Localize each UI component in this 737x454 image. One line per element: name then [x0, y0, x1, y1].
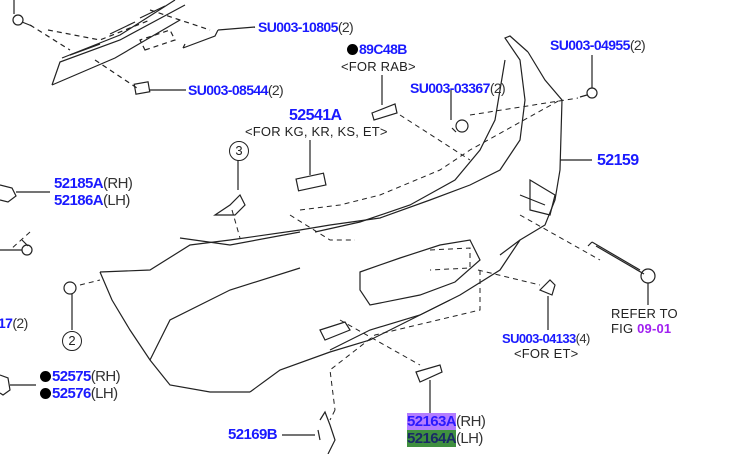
- clip-04133-drawing: [538, 279, 556, 296]
- label-52576[interactable]: 52576(LH): [40, 385, 118, 402]
- quantity: (2): [267, 82, 284, 98]
- part-number[interactable]: 52163A: [407, 413, 457, 430]
- fig-prefix: FIG: [611, 321, 634, 336]
- label-su003-03367[interactable]: SU003-03367(2): [410, 80, 506, 96]
- quantity: (2): [489, 80, 506, 96]
- label-89c48b[interactable]: 89C48B: [347, 41, 407, 57]
- label-52164a[interactable]: 52164A(LH): [407, 430, 483, 447]
- side: (RH): [102, 175, 133, 192]
- label-su003-08544[interactable]: SU003-08544(2): [188, 82, 284, 98]
- bumper-reinforcement-drawing: [29, 0, 211, 91]
- part-number[interactable]: 52169B: [228, 426, 278, 443]
- nut-drawing: [63, 281, 77, 295]
- part-number[interactable]: 52575: [52, 368, 91, 385]
- part-52169b-drawing: [317, 410, 336, 454]
- label-su003-04133[interactable]: SU003-04133(4): [502, 331, 590, 347]
- part-89c48b-drawing: [371, 103, 398, 121]
- note-for-kg-kr-ks-et: <FOR KG, KR, KS, ET>: [245, 124, 388, 139]
- part-number[interactable]: SU003-08544: [188, 82, 268, 98]
- quantity: (4): [575, 331, 591, 346]
- label-52159[interactable]: 52159: [597, 153, 639, 169]
- part-52185a-drawing: [0, 184, 17, 203]
- note-for-rab: <FOR RAB>: [341, 59, 416, 74]
- rod-drawing: [587, 241, 645, 275]
- label-52186a[interactable]: 52186A(LH): [54, 193, 130, 209]
- label-52169b[interactable]: 52169B: [228, 426, 278, 443]
- label-17[interactable]: 17(2): [0, 315, 28, 331]
- label-su003-04955[interactable]: SU003-04955(2): [550, 37, 646, 53]
- side: (RH): [455, 413, 486, 430]
- part-number[interactable]: SU003-03367: [410, 80, 490, 96]
- part-52541a-drawing: [295, 172, 327, 192]
- side: (LH): [90, 385, 118, 402]
- part-number[interactable]: 17: [0, 315, 13, 331]
- part-number[interactable]: SU003-04133: [502, 331, 576, 346]
- bullet-icon: [40, 388, 51, 399]
- label-52163a[interactable]: 52163A(RH): [407, 413, 486, 430]
- bullet-icon: [40, 371, 51, 382]
- part-number[interactable]: 52541A: [289, 107, 342, 124]
- fig-link[interactable]: 09-01: [637, 321, 672, 336]
- part-number[interactable]: 52185A: [54, 175, 104, 192]
- quantity: (2): [337, 19, 354, 35]
- bolt-left-drawing: [21, 244, 33, 256]
- part-52575-drawing: [0, 374, 11, 396]
- part-number[interactable]: SU003-04955: [550, 37, 630, 53]
- bullet-icon: [347, 44, 358, 55]
- refer-to-text: REFER TO: [611, 306, 678, 321]
- side: (LH): [455, 430, 483, 447]
- callout-3: 3: [229, 141, 249, 161]
- clip-08544-drawing: [133, 81, 151, 95]
- part-number[interactable]: 52186A: [54, 192, 104, 209]
- refer-fig: FIG 09-01: [611, 321, 671, 336]
- label-su003-10805[interactable]: SU003-10805(2): [258, 19, 354, 35]
- clip-03367-drawing: [455, 119, 469, 133]
- bolt-drawing: [12, 0, 33, 27]
- side: (LH): [102, 192, 130, 209]
- quantity: (2): [629, 37, 646, 53]
- part-number[interactable]: 52164A: [407, 430, 457, 447]
- label-52541a[interactable]: 52541A: [289, 107, 342, 124]
- part-52163a-drawing: [415, 364, 443, 383]
- callout-2: 2: [62, 331, 82, 351]
- side: (RH): [90, 368, 121, 385]
- bumper-cover-drawing: [99, 35, 563, 393]
- label-52575[interactable]: 52575(RH): [40, 368, 121, 385]
- part-number[interactable]: SU003-10805: [258, 19, 338, 35]
- part-number[interactable]: 89C48B: [359, 41, 407, 57]
- note-for-et: <FOR ET>: [514, 346, 579, 361]
- bracket-drawing: [213, 193, 246, 216]
- quantity: (2): [12, 315, 28, 331]
- part-number[interactable]: 52159: [597, 152, 639, 169]
- screw-04955-drawing: [586, 87, 598, 99]
- label-52185a[interactable]: 52185A(RH): [54, 175, 133, 192]
- clip-10805-drawing: [182, 29, 219, 49]
- part-number[interactable]: 52576: [52, 385, 91, 402]
